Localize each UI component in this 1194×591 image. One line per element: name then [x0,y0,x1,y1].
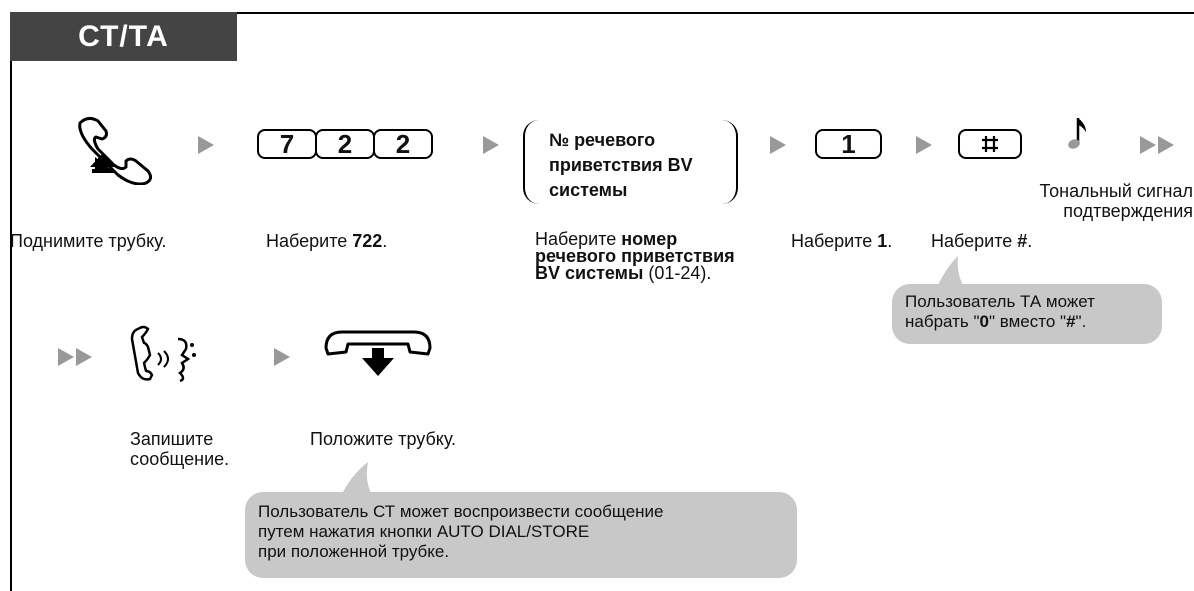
record-caption: Запишите сообщение. [130,429,229,469]
note-text: ". [1075,312,1087,331]
tone-line1: Тональный сигнал [1039,181,1193,201]
arrow-icon [916,136,932,154]
key-group-722: 7 2 2 [257,129,433,159]
dial-greeting-caption: Наберите номер речевого приветствия BV с… [535,229,735,283]
caption-text: . [887,231,893,251]
arrow-icon [198,136,214,154]
tone-caption: Тональный сигнал подтверждения [1003,181,1193,221]
caption-text: Наберите [791,231,878,251]
caption-bold: # [1017,231,1028,251]
hash-icon [982,136,998,152]
key-hash [958,129,1022,159]
key-2: 2 [373,129,433,159]
diagram-frame [10,12,1194,591]
dial-hash-caption: Наберите #. [931,231,1032,251]
tone-line2: подтверждения [1063,201,1193,221]
caption-bold: номер [621,229,678,249]
double-arrow-icon [1140,136,1176,154]
ta-note-bubble: Пользователь ТА может набрать "0" вместо… [892,284,1162,344]
ct-note-bubble: Пользователь СТ может воспроизвести сооб… [245,492,797,578]
note-line: Пользователь СТ может воспроизвести сооб… [258,502,664,521]
tab-ct-ta: СТ/ТА [10,12,237,61]
caption-line: Запишите [130,429,214,449]
off-hook-caption: Поднимите трубку. [10,231,167,251]
bubble-tail [930,256,970,295]
note-line: путем нажатия кнопки AUTO DIAL/STORE [258,522,590,541]
note-bold: 0 [979,312,989,331]
caption-bold: 722 [352,231,383,251]
caption-bold: BV системы [535,263,644,283]
double-arrow-icon [58,348,94,366]
note-line: Пользователь ТА может [905,292,1095,311]
bubble-tail [334,462,378,503]
arrow-icon [483,136,499,154]
off-hook-handset-icon [70,113,170,190]
arrow-icon [770,136,786,154]
music-note-icon [1068,116,1090,157]
caption-text: . [382,231,388,251]
greeting-number-box: № речевого приветствия BV системы [523,120,738,204]
param-line: приветствия BV [549,155,693,175]
speaking-into-handset-icon [128,325,208,388]
note-text: " вместо " [989,312,1067,331]
caption-text: (01-24). [643,263,712,283]
note-text: набрать " [905,312,980,331]
caption-bold: 1 [877,231,888,251]
note-bold: # [1066,312,1076,331]
caption-bold: речевого приветствия [535,246,735,266]
key-2: 2 [315,129,375,159]
param-line: системы [549,180,628,200]
note-line: при положенной трубке. [258,542,450,561]
caption-text: Наберите [266,231,353,251]
caption-text: Наберите [535,229,622,249]
note-line: набрать "0" вместо "#". [905,312,1162,332]
dial-722-caption: Наберите 722. [266,231,387,251]
arrow-icon [274,348,290,366]
key-1: 1 [815,129,882,159]
caption-text: . [1027,231,1033,251]
on-hook-handset-icon [322,328,434,385]
caption-line: сообщение. [130,449,230,469]
caption-text: Наберите [931,231,1018,251]
dial-1-caption: Наберите 1. [791,231,892,251]
on-hook-caption: Положите трубку. [310,429,457,449]
param-line: № речевого [549,130,656,150]
key-7: 7 [257,129,317,159]
